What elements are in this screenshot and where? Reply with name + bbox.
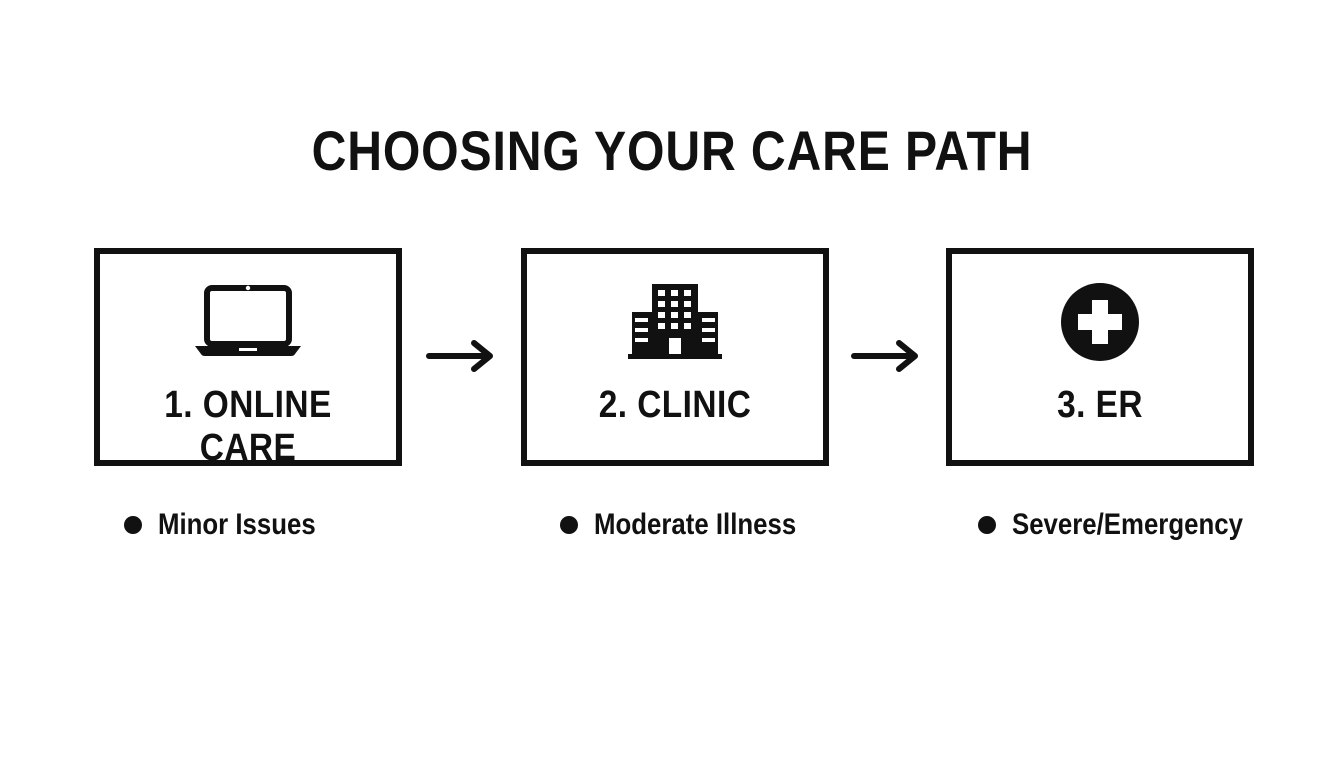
step-card-er: 3. ER — [946, 248, 1254, 466]
bullet-dot-icon — [124, 516, 142, 534]
bullet-dot-icon — [560, 516, 578, 534]
step-label: 2. CLINIC — [598, 384, 752, 426]
bullet-item-moderate-illness: Moderate Illness — [560, 505, 829, 545]
bullet-text: Minor Issues — [158, 508, 316, 541]
step-card-clinic: 2. CLINIC — [521, 248, 829, 466]
step-card-online-care: 1. ONLINE CARE — [94, 248, 402, 469]
arrow-right-icon — [426, 338, 496, 374]
page-title: CHOOSING YOUR CARE PATH — [311, 119, 1033, 182]
bullet-item-minor-issues: Minor Issues — [124, 505, 341, 545]
bullet-text: Moderate Illness — [594, 508, 797, 541]
arrow-right-icon — [851, 338, 921, 374]
step-label: 3. ER — [1057, 384, 1143, 426]
medical-cross-icon — [1045, 282, 1155, 362]
building-icon — [620, 282, 730, 362]
bullet-item-severe-emergency: Severe/Emergency — [978, 505, 1281, 545]
laptop-icon — [193, 282, 303, 362]
bullet-dot-icon — [978, 516, 996, 534]
bullet-text: Severe/Emergency — [1012, 508, 1243, 541]
step-label: 1. ONLINE CARE — [164, 384, 332, 469]
